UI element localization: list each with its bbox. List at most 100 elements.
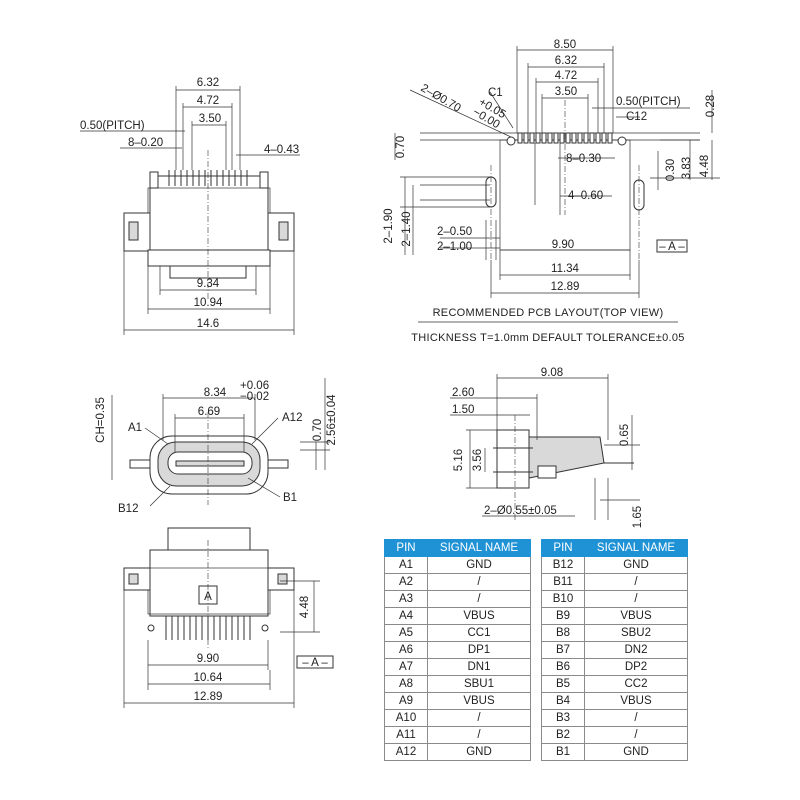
signal-cell: DN1 bbox=[427, 658, 531, 676]
bottom-dim-9-90: 9.90 bbox=[197, 653, 219, 665]
front-tol-plus: +0.06 bbox=[240, 380, 269, 392]
side-dim-5-16: 5.16 bbox=[453, 449, 465, 471]
pcb-dim-4-48: 4.48 bbox=[699, 155, 711, 177]
pcb-dim-0-28: 0.28 bbox=[705, 95, 717, 117]
pcb-dim-8-50: 8.50 bbox=[554, 39, 576, 51]
pin-cell: B11 bbox=[541, 573, 585, 591]
front-dim-0-70: 0.70 bbox=[312, 419, 324, 441]
side-dim-9-08: 9.08 bbox=[541, 367, 563, 379]
pin-cell: B9 bbox=[541, 607, 585, 625]
pin-cell: B3 bbox=[541, 709, 585, 727]
front-dim-6-69: 6.69 bbox=[198, 406, 220, 418]
signal-cell: CC1 bbox=[427, 624, 531, 642]
bottom-dim-10-64: 10.64 bbox=[194, 672, 223, 684]
side-view: 9.08 2.60 1.50 0.65 5.16 3.56 2–Ø0.55±0.… bbox=[450, 367, 644, 528]
pcb-dim-3-83: 3.83 bbox=[681, 157, 693, 179]
pin-cell: A2 bbox=[384, 573, 428, 591]
front-dim-ch: CH=0.35 bbox=[95, 397, 107, 443]
front-view: 8.34 +0.06 −0.02 6.69 CH=0.35 0.70 2.56±… bbox=[95, 378, 338, 515]
pcb-dim-6-32: 6.32 bbox=[555, 55, 577, 67]
pcb-dim-12-89: 12.89 bbox=[551, 281, 580, 293]
front-label-a1: A1 bbox=[128, 422, 142, 434]
signal-cell: SBU2 bbox=[584, 624, 688, 642]
top-left-view: 6.32 4.72 3.50 0.50(PITCH) 8–0.20 4–0.43… bbox=[80, 77, 300, 335]
pcb-dim-11-34: 11.34 bbox=[551, 263, 580, 275]
side-dim-2-60: 2.60 bbox=[452, 387, 474, 399]
pin-cell: B1 bbox=[541, 743, 585, 761]
dim-pitch: 0.50(PITCH) bbox=[80, 120, 145, 132]
dim-4-72: 4.72 bbox=[197, 95, 219, 107]
dim-6-32: 6.32 bbox=[197, 77, 219, 89]
pcb-dim-2-050: 2–0.50 bbox=[437, 226, 472, 238]
front-label-a12: A12 bbox=[282, 412, 302, 424]
front-dim-8-34: 8.34 bbox=[204, 387, 227, 399]
signal-header: SIGNAL NAME bbox=[584, 539, 688, 557]
signal-cell: GND bbox=[427, 743, 531, 761]
table-row: B11/ bbox=[541, 573, 688, 591]
signal-cell: / bbox=[584, 573, 688, 591]
signal-header: SIGNAL NAME bbox=[427, 539, 531, 557]
pcb-dim-9-90: 9.90 bbox=[552, 239, 574, 251]
pin-cell: A11 bbox=[384, 726, 428, 744]
side-dim-0-65: 0.65 bbox=[619, 424, 631, 446]
bottom-dim-4-48: 4.48 bbox=[299, 596, 311, 618]
pcb-dim-3-50: 3.50 bbox=[555, 86, 577, 98]
dim-8-pins: 8–0.20 bbox=[128, 137, 163, 149]
table-row: A2/ bbox=[384, 573, 531, 591]
pcb-dim-0-30: 0.30 bbox=[665, 159, 677, 181]
side-dim-holes: 2–Ø0.55±0.05 bbox=[484, 505, 557, 517]
signal-cell: DP1 bbox=[427, 641, 531, 659]
signal-cell: GND bbox=[427, 556, 531, 574]
side-dim-1-65: 1.65 bbox=[632, 506, 644, 528]
pin-cell: A7 bbox=[384, 658, 428, 676]
table-row: B3/ bbox=[541, 709, 688, 727]
pin-cell: A4 bbox=[384, 607, 428, 625]
pcb-dim-4-72: 4.72 bbox=[555, 70, 577, 82]
pin-cell: A6 bbox=[384, 641, 428, 659]
pcb-c1-label: C1 bbox=[488, 87, 503, 99]
pin-cell: A9 bbox=[384, 692, 428, 710]
pin-cell: B7 bbox=[541, 641, 585, 659]
signal-cell: DP2 bbox=[584, 658, 688, 676]
signal-cell: DN2 bbox=[584, 641, 688, 659]
pin-cell: B10 bbox=[541, 590, 585, 608]
front-label-b1: B1 bbox=[283, 492, 297, 504]
pin-header: PIN bbox=[541, 539, 585, 557]
signal-cell: VBUS bbox=[427, 607, 531, 625]
pin-cell: A10 bbox=[384, 709, 428, 727]
pin-cell: A3 bbox=[384, 590, 428, 608]
signal-cell: VBUS bbox=[427, 692, 531, 710]
front-dim-2-56: 2.56±0.04 bbox=[326, 394, 338, 446]
signal-cell: GND bbox=[584, 743, 688, 761]
pin-cell: B12 bbox=[541, 556, 585, 574]
signal-cell: / bbox=[427, 573, 531, 591]
pin-cell: A12 bbox=[384, 743, 428, 761]
side-dim-1-50: 1.50 bbox=[452, 404, 474, 416]
pin-cell: B8 bbox=[541, 624, 585, 642]
pin-header: PIN bbox=[384, 539, 428, 557]
signal-cell: SBU1 bbox=[427, 675, 531, 693]
pcb-datum-a: – A – bbox=[659, 241, 685, 253]
pcb-caption-title: RECOMMENDED PCB LAYOUT(TOP VIEW) bbox=[433, 307, 664, 319]
dim-14-6: 14.6 bbox=[197, 318, 219, 330]
dim-9-34: 9.34 bbox=[197, 278, 220, 290]
table-row: A3/ bbox=[384, 590, 531, 608]
pin-cell: A1 bbox=[384, 556, 428, 574]
signal-cell: VBUS bbox=[584, 607, 688, 625]
side-dim-3-56: 3.56 bbox=[472, 449, 484, 471]
front-label-b12: B12 bbox=[118, 503, 138, 515]
